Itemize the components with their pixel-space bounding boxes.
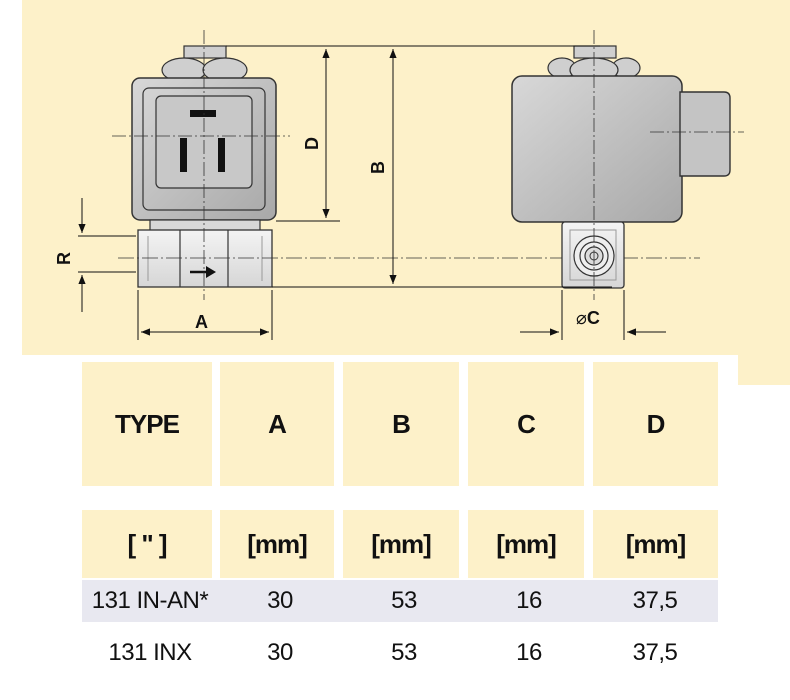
dim-label-c: ⌀C <box>576 308 600 329</box>
header-type: TYPE <box>82 362 212 486</box>
row1-c: 16 <box>466 580 592 622</box>
dim-label-d: D <box>302 137 322 150</box>
header-c: C <box>468 362 584 486</box>
dim-label-a: A <box>195 312 208 332</box>
unit-d: [mm] <box>593 510 718 578</box>
unit-type: [ " ] <box>82 510 212 578</box>
dim-label-r: R <box>54 252 74 265</box>
front-view <box>112 30 700 300</box>
row2-d: 37,5 <box>592 628 718 678</box>
diameter-symbol: ⌀ <box>576 308 587 328</box>
header-a: A <box>220 362 334 486</box>
unit-c: [mm] <box>468 510 584 578</box>
row2-type: 131 INX <box>82 628 218 678</box>
unit-b: [mm] <box>343 510 459 578</box>
row1-a: 30 <box>218 580 342 622</box>
header-b: B <box>343 362 459 486</box>
row2-a: 30 <box>218 628 342 678</box>
side-view <box>511 30 744 300</box>
dim-label-b: B <box>368 161 388 174</box>
row1-b: 53 <box>342 580 466 622</box>
header-d: D <box>593 362 718 486</box>
row2-b: 53 <box>342 628 466 678</box>
row2-c: 16 <box>466 628 592 678</box>
unit-a: [mm] <box>220 510 334 578</box>
row1-type: 131 IN-AN* <box>82 580 218 622</box>
dim-label-c-text: C <box>586 308 600 328</box>
dimension-lines <box>78 45 666 340</box>
row1-d: 37,5 <box>592 580 718 622</box>
